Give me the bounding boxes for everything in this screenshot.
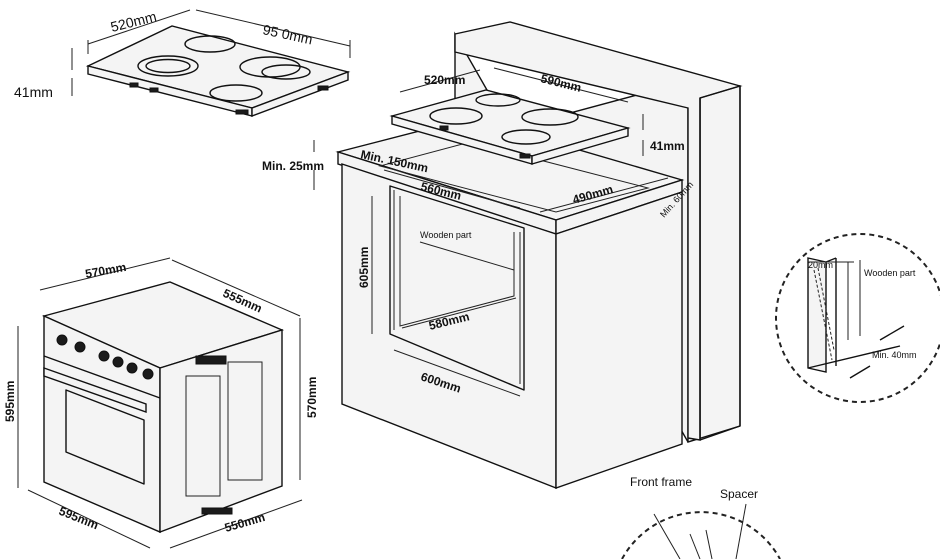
knob-icon: [98, 350, 110, 362]
detail-arrow: [849, 365, 871, 379]
dim-line: [383, 169, 521, 209]
oven-back-foot: [201, 507, 233, 515]
hob-burner: [209, 84, 263, 102]
cabinet-hob-clip: [519, 153, 531, 159]
dim-line: [401, 297, 517, 329]
knob-icon: [112, 356, 124, 368]
cabinet-side: [555, 191, 683, 489]
oven-top-width-label: 570mm: [84, 260, 127, 281]
dim-line: [169, 499, 303, 549]
bottom-detail-circle: Front frame Spacer: [621, 475, 781, 559]
cabinet-hob-burner: [475, 93, 521, 107]
hob-clip: [149, 87, 159, 93]
wooden-part-label: Wooden part: [420, 230, 472, 240]
hob-top-view: 520mm 95 0mm 41mm: [14, 8, 351, 118]
detail-circle-border: [775, 233, 940, 403]
oven-front-width-label: 595mm: [57, 504, 101, 532]
detail-hatch: [817, 267, 835, 351]
cabinet-hob-burner: [429, 107, 483, 125]
knob-icon: [56, 334, 68, 346]
hob-burner: [137, 55, 199, 77]
dim-line: [493, 67, 629, 103]
oven-unit: 570mm 555mm 595mm 570mm 595mm 550mm: [3, 257, 319, 549]
bottom-detail-border: [621, 511, 781, 559]
cabinet-hob-height-label: 41mm: [650, 139, 685, 153]
hob-burner: [261, 64, 311, 80]
cabinet-hob-depth-label: 520mm: [424, 73, 465, 87]
min-top-label: Min. 25mm: [262, 159, 324, 173]
leader-line: [419, 241, 515, 271]
spacer-label: Spacer: [720, 487, 758, 501]
detail-edge: [825, 257, 837, 263]
niche-height-label: 605mm: [357, 247, 371, 288]
dim-line: [27, 489, 151, 549]
dim-line: [39, 257, 171, 291]
knob-icon: [74, 341, 86, 353]
worktop-cutout: [378, 141, 650, 213]
dim-line: [195, 9, 351, 47]
oven-back-handle: [195, 355, 227, 365]
hob-width-label: 95 0mm: [261, 21, 314, 47]
dim-line: [539, 177, 669, 213]
oven-door-handle: [43, 367, 147, 413]
cabinet-hob-side: [531, 127, 629, 165]
oven-niche: [389, 185, 525, 391]
hob-burner-inner: [145, 58, 191, 74]
cabinet-installation: 520mm 590mm 41mm Min. 150mm Min. 25mm 56…: [262, 21, 743, 490]
wall-edge: [699, 85, 741, 99]
hob-side-edge: [251, 70, 349, 118]
oven-side-height-label: 570mm: [305, 377, 319, 418]
detail-line: [705, 529, 713, 559]
hob-burner: [184, 35, 236, 53]
front-frame-leader: [653, 513, 681, 559]
oven-side: [159, 329, 283, 534]
oven-back-vent: [185, 375, 221, 497]
knob-icon: [142, 368, 154, 380]
dim-line: [171, 259, 301, 317]
oven-door-window: [65, 389, 145, 485]
detail-panel: [807, 257, 827, 373]
hob-clip: [129, 82, 139, 88]
hob-depth-label: 520mm: [109, 8, 158, 35]
dim-line: [393, 349, 521, 397]
cabinet-hob-burner: [501, 129, 551, 145]
hob-clip: [317, 85, 329, 91]
wall-edge: [699, 425, 741, 441]
detail-line: [689, 533, 701, 559]
dim-line: [87, 9, 191, 45]
oven-back-vent: [227, 361, 263, 481]
control-panel-edge: [43, 355, 161, 399]
cabinet-hob-clip: [439, 125, 449, 131]
detail-circle: 20mm Wooden part Min. 40mm: [775, 233, 940, 403]
detail-min-label: Min. 40mm: [872, 350, 917, 360]
hob-clip: [235, 109, 249, 115]
detail-hatch: [813, 269, 833, 361]
hob-height-label: 41mm: [14, 84, 53, 100]
knob-icon: [126, 362, 138, 374]
cabinet-hob-burner: [521, 108, 579, 126]
front-frame-label: Front frame: [630, 475, 692, 489]
spacer-leader: [735, 503, 747, 559]
dim-line: [399, 69, 481, 93]
detail-gap-label: 20mm: [808, 260, 833, 270]
detail-wooden-label: Wooden part: [864, 268, 916, 278]
detail-edge: [807, 345, 901, 369]
oven-front-height-label: 595mm: [3, 381, 17, 422]
detail-arrow: [879, 325, 905, 341]
niche-back: [399, 196, 515, 327]
